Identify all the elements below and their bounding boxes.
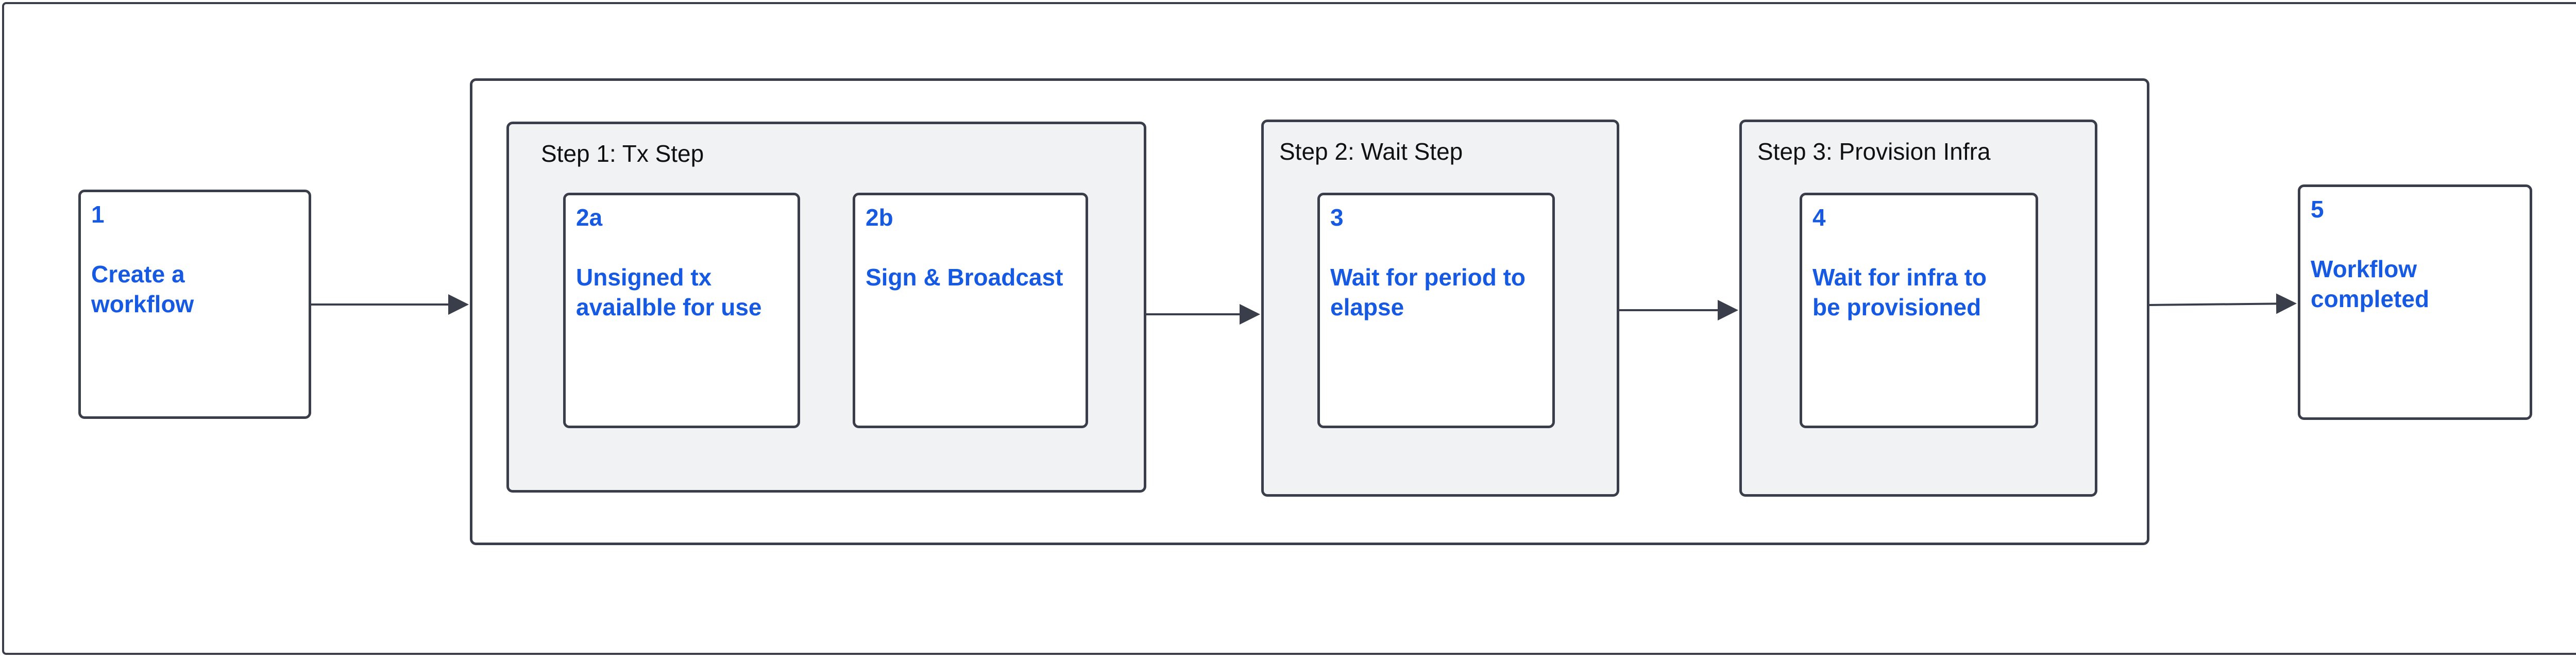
node-wait-period: 3 Wait for period to elapse — [1317, 193, 1555, 428]
node-number: 5 — [2311, 196, 2324, 223]
node-number: 2a — [576, 204, 603, 231]
node-label: Workflow completed — [2311, 254, 2429, 314]
node-label-line: Wait for infra to — [1812, 264, 1987, 291]
node-label: Unsigned tx avaialble for use — [576, 262, 762, 322]
node-label: Sign & Broadcast — [866, 262, 1063, 292]
node-label-line: Workflow — [2311, 256, 2417, 282]
group-title: Step 3: Provision Infra — [1757, 138, 1991, 165]
node-create-workflow: 1 Create a workflow — [78, 190, 311, 419]
node-label-line: elapse — [1330, 294, 1404, 320]
node-label-line: avaialble for use — [576, 294, 762, 320]
node-label-line: workflow — [91, 291, 194, 317]
node-label-line: Wait for period to — [1330, 264, 1526, 291]
group-title: Step 1: Tx Step — [541, 140, 704, 167]
node-label: Wait for period to elapse — [1330, 262, 1526, 322]
node-number: 1 — [91, 201, 105, 228]
node-workflow-completed: 5 Workflow completed — [2298, 184, 2532, 420]
node-number: 3 — [1330, 204, 1344, 231]
node-wait-infra: 4 Wait for infra to be provisioned — [1800, 193, 2038, 428]
node-label-line: Create a — [91, 261, 185, 288]
node-number: 2b — [866, 204, 893, 231]
node-label-line: be provisioned — [1812, 294, 1981, 320]
node-unsigned-tx: 2a Unsigned tx avaialble for use — [563, 193, 800, 428]
node-label-line: completed — [2311, 285, 2430, 312]
node-sign-broadcast: 2b Sign & Broadcast — [853, 193, 1088, 428]
group-title: Step 2: Wait Step — [1279, 138, 1463, 165]
node-label: Wait for infra to be provisioned — [1812, 262, 1987, 322]
node-label-line: Unsigned tx — [576, 264, 712, 291]
arrow-steps-to-completed — [2149, 293, 2297, 314]
node-number: 4 — [1812, 204, 1826, 231]
node-label: Create a workflow — [91, 259, 194, 319]
node-label-line: Sign & Broadcast — [866, 264, 1063, 291]
